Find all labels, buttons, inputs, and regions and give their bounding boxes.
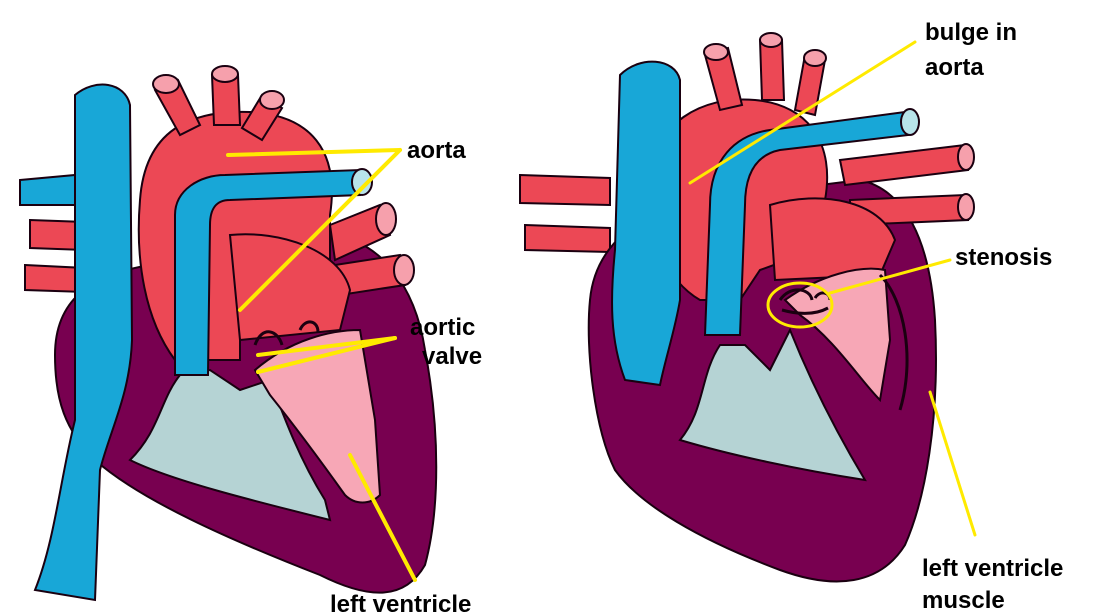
- label-aortic-valve-line1: aortic: [410, 314, 475, 341]
- pulmonary-trunk-opening-2: [901, 109, 919, 135]
- label-bulge-line2: aorta: [925, 54, 984, 81]
- label-stenosis: stenosis: [955, 244, 1052, 271]
- vena-cava-branch: [20, 175, 75, 205]
- label-lv-muscle-line1: left ventricle: [922, 555, 1063, 582]
- vena-cava: [35, 85, 132, 600]
- label-aorta: aorta: [407, 137, 466, 164]
- label-lv-muscle-line2: muscle: [922, 587, 1005, 614]
- vena-cava-2: [612, 62, 680, 385]
- pulmonary-veins-left-2: [520, 175, 610, 252]
- normal-heart: aorta aortic valve left ventricle: [20, 66, 482, 616]
- label-left-ventricle: left ventricle: [330, 591, 471, 616]
- diseased-heart: bulge in aorta stenosis left ventricle m…: [520, 19, 1063, 614]
- label-aortic-valve-line2: valve: [422, 343, 482, 370]
- label-bulge-line1: bulge in: [925, 19, 1017, 46]
